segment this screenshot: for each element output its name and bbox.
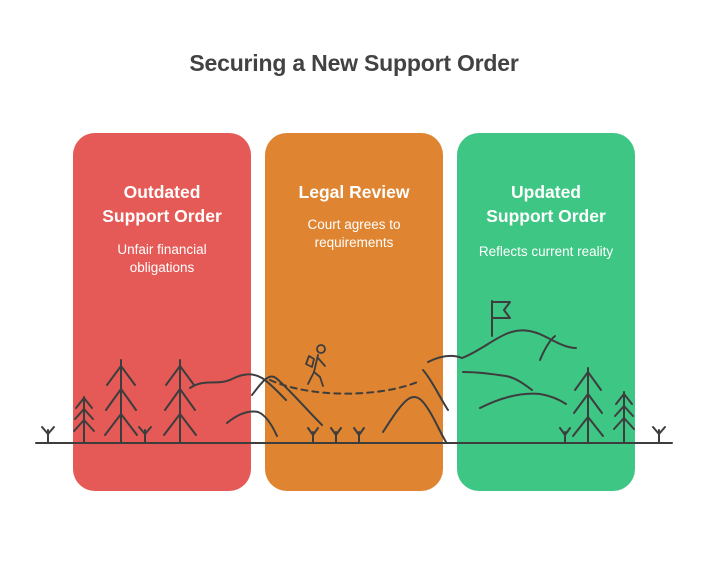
mountain-icon: [189, 373, 287, 401]
pine-tree-icon: [613, 391, 635, 444]
grass-tuft-icon: [652, 426, 666, 444]
hiker-icon: [305, 344, 326, 387]
mountain-icon: [461, 329, 577, 359]
mountain-icon: [382, 396, 447, 443]
flag-icon: [491, 300, 511, 337]
mountain-icon: [427, 354, 463, 363]
stage-review-description: Court agrees to requirements: [307, 217, 401, 250]
rope-bridge: [269, 379, 421, 395]
pine-tree-icon: [104, 359, 138, 444]
stage-updated-description: Reflects current reality: [478, 244, 614, 259]
pine-tree-icon: [572, 367, 604, 444]
page-title: Securing a New Support Order: [189, 50, 519, 76]
grass-tuft-icon: [41, 426, 55, 444]
mountain-icon: [479, 392, 567, 409]
mountain-icon: [462, 371, 533, 391]
pine-tree-icon: [163, 359, 197, 444]
grass-tuft-icon: [353, 427, 365, 444]
stage-outdated-heading: Outdated Support Order: [102, 182, 222, 226]
mountain-icon: [422, 369, 449, 411]
grass-tuft-icon: [307, 427, 319, 444]
stage-updated-panel: Updated Support Order Reflects current r…: [457, 133, 635, 491]
stage-review-heading: Legal Review: [298, 182, 410, 202]
stage-updated-heading: Updated Support Order: [486, 182, 606, 226]
pine-tree-icon: [73, 396, 95, 444]
grass-tuft-icon: [330, 427, 342, 444]
stage-review-panel: Legal Review Court agrees to requirement…: [265, 133, 443, 491]
grass-tuft-icon: [138, 426, 152, 444]
stage-outdated-description: Unfair financial obligations: [117, 242, 207, 275]
mountain-icon: [539, 335, 556, 361]
grass-tuft-icon: [559, 427, 571, 444]
stage-outdated-panel: Outdated Support Order Unfair financial …: [73, 133, 251, 491]
mountain-icon: [251, 375, 323, 426]
mountain-icon: [226, 410, 278, 437]
